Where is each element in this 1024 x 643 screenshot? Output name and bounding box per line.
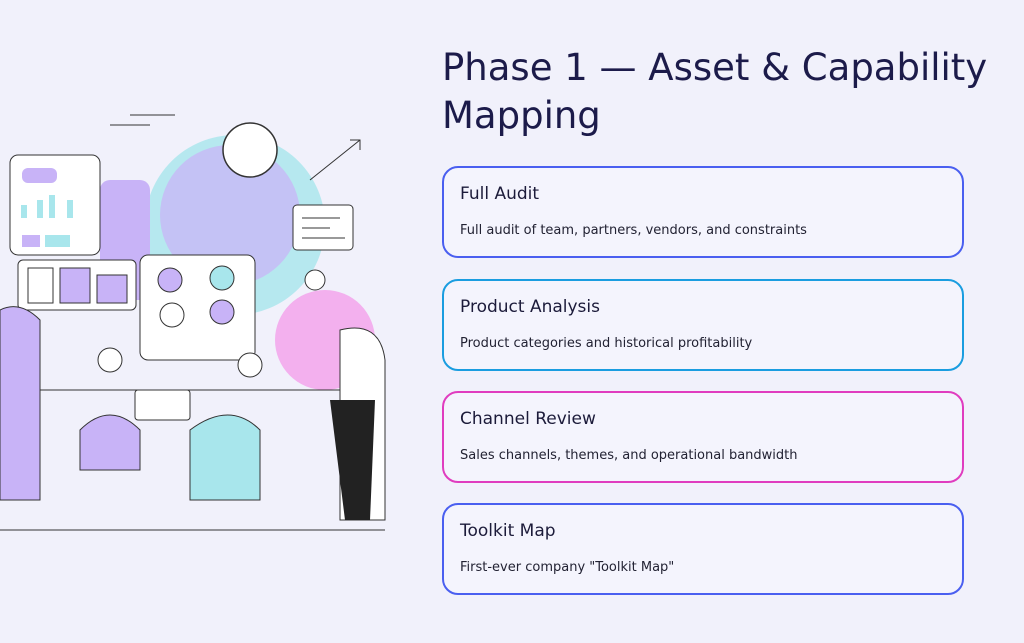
card-heading: Channel Review — [460, 409, 596, 429]
card-heading: Toolkit Map — [460, 521, 556, 541]
card-description: First-ever company "Toolkit Map" — [460, 560, 675, 575]
card-heading: Full Audit — [460, 184, 540, 204]
page-title: Phase 1 — Asset & Capability Mapping — [442, 46, 988, 137]
card-full-audit: Full Audit Full audit of team, partners,… — [442, 166, 964, 258]
card-heading: Product Analysis — [460, 297, 600, 317]
card-toolkit-map: Toolkit Map First-ever company "Toolkit … — [442, 503, 964, 595]
card-description: Full audit of team, partners, vendors, a… — [460, 223, 807, 238]
card-description: Sales channels, themes, and operational … — [460, 448, 798, 463]
card-channel-review: Channel Review Sales channels, themes, a… — [442, 391, 964, 483]
team-collaboration-illustration — [0, 114, 386, 531]
card-product-analysis: Product Analysis Product categories and … — [442, 279, 964, 371]
card-description: Product categories and historical profit… — [460, 336, 753, 351]
